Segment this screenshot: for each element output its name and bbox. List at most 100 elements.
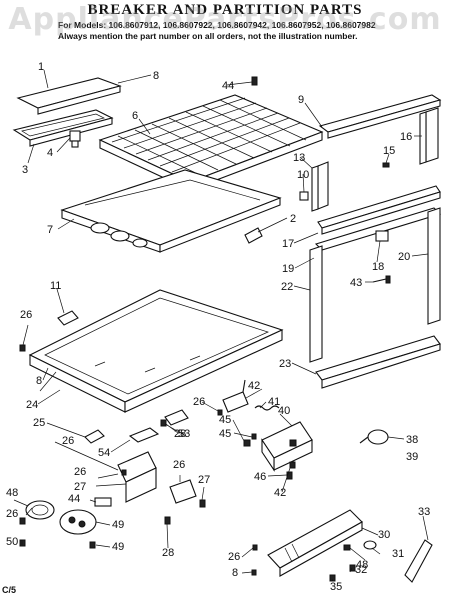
part-44-clip [243,439,251,447]
callout-44-a: 45 [219,414,231,426]
part-1-trim-strip [16,77,122,115]
callout-36: 39 [406,451,418,463]
callout-20: 23 [279,358,291,370]
part-16-latch [375,230,389,242]
callout-8: 8 [153,70,159,82]
callout-54: 53 [178,428,190,440]
part-40-screw [289,461,296,469]
callout-43: 44 [222,80,234,92]
part-12-side-trim [311,161,329,212]
part-24-screw-upper [217,409,223,416]
model-numbers: For Models: 106.8607912, 106.8607922, 10… [58,20,376,30]
callout-45: 46 [254,471,266,483]
part-32-screw [349,564,356,572]
part-41-switch [94,497,112,507]
part-6-grille [98,94,324,191]
callout-25: 27 [74,481,86,493]
callout-30: 30 [378,529,390,541]
callout-13: 15 [383,145,395,157]
callout-24-b: 26 [193,396,205,408]
part-53-bracket [128,427,160,443]
part-43-screw [251,76,258,86]
callout-46: 48 [356,559,368,571]
part-23-clip [84,429,105,444]
callout-53: 54 [98,447,110,459]
callout-11: 11 [50,280,61,292]
callout-16: 18 [372,261,384,273]
part-2-bracket [244,227,263,244]
callout-17: 19 [282,263,294,275]
callout-15: 17 [282,238,294,250]
callout-24-d: 26 [74,466,86,478]
callout-24-c: 26 [62,435,74,447]
callout-39: 42 [248,380,260,392]
part-7-breaker-tray [60,169,282,253]
part-28-screw [164,516,171,525]
part-25-switch-bracket [117,451,157,503]
part-48-plate [59,509,97,535]
part-27-screw [199,499,206,508]
callout-27: 27 [198,474,210,486]
callout-3: 3 [22,164,28,176]
part-15-rail [317,185,441,235]
part-33-trim [404,539,433,583]
callout-48: 49 [112,519,124,531]
part-50-screw [19,539,26,547]
callout-28-b: 28 [162,547,174,559]
callout-40: 42 [274,487,286,499]
part-24-screw-mid [251,433,257,440]
callout-26: 26 [173,459,185,471]
callout-47: 48 [6,487,18,499]
callout-18: 20 [398,251,410,263]
model-list: For Models: 106.8607912, 106.8607922, 10… [58,20,438,42]
callout-41: 44 [68,493,80,505]
order-note: Always mention the part number on all or… [58,31,358,41]
callout-49: 49 [112,541,124,553]
callout-2: 2 [290,213,296,225]
callout-42: 43 [350,277,362,289]
part-14-side-trim [419,107,439,165]
part-11-label [57,310,79,326]
callout-8-b: 8 [36,375,42,387]
leader-lines [13,69,429,581]
callout-44-b: 45 [219,428,231,440]
callout-34: 35 [330,581,342,593]
part-10-bracket [299,191,309,201]
part-47-ring [25,500,55,520]
part-8-screw-bottom [251,569,257,576]
callout-24-f: 26 [228,551,240,563]
callout-12: 13 [293,152,305,164]
part-26-thermostat [169,479,197,504]
callout-1: 1 [38,61,44,73]
callout-23: 25 [33,417,45,429]
part-37-housing [261,421,313,472]
part-18-frame-right [427,207,441,325]
part-22-partition [28,289,284,413]
part-30-grille [267,509,363,577]
callout-10: 10 [297,169,309,181]
diagram-title: BREAKER AND PARTITION PARTS [87,2,363,18]
callout-6: 6 [132,110,138,122]
part-46-clip [343,544,351,551]
callout-24-e: 26 [6,508,18,520]
part-19-frame-left [309,245,323,363]
callout-37: 40 [278,405,290,417]
part-24-screw-bracket [121,469,127,476]
part-3-trim [12,109,114,147]
part-45-screw [286,471,293,480]
part-35-control-knob [359,429,389,445]
callout-32: 32 [355,564,367,576]
part-13-clip [382,162,390,168]
callout-19: 22 [281,281,293,293]
part-24-screw-lower [19,517,26,525]
part-49-screw [89,541,96,549]
callout-33: 33 [418,506,430,518]
callout-38: 41 [268,396,280,408]
part-20-frame-bottom [315,335,441,389]
part-28-screw-upper [160,419,167,427]
part-24-screw [19,344,26,352]
callout-14: 16 [400,131,412,143]
part-34-screw [329,574,336,582]
callout-24-a: 26 [20,309,32,321]
